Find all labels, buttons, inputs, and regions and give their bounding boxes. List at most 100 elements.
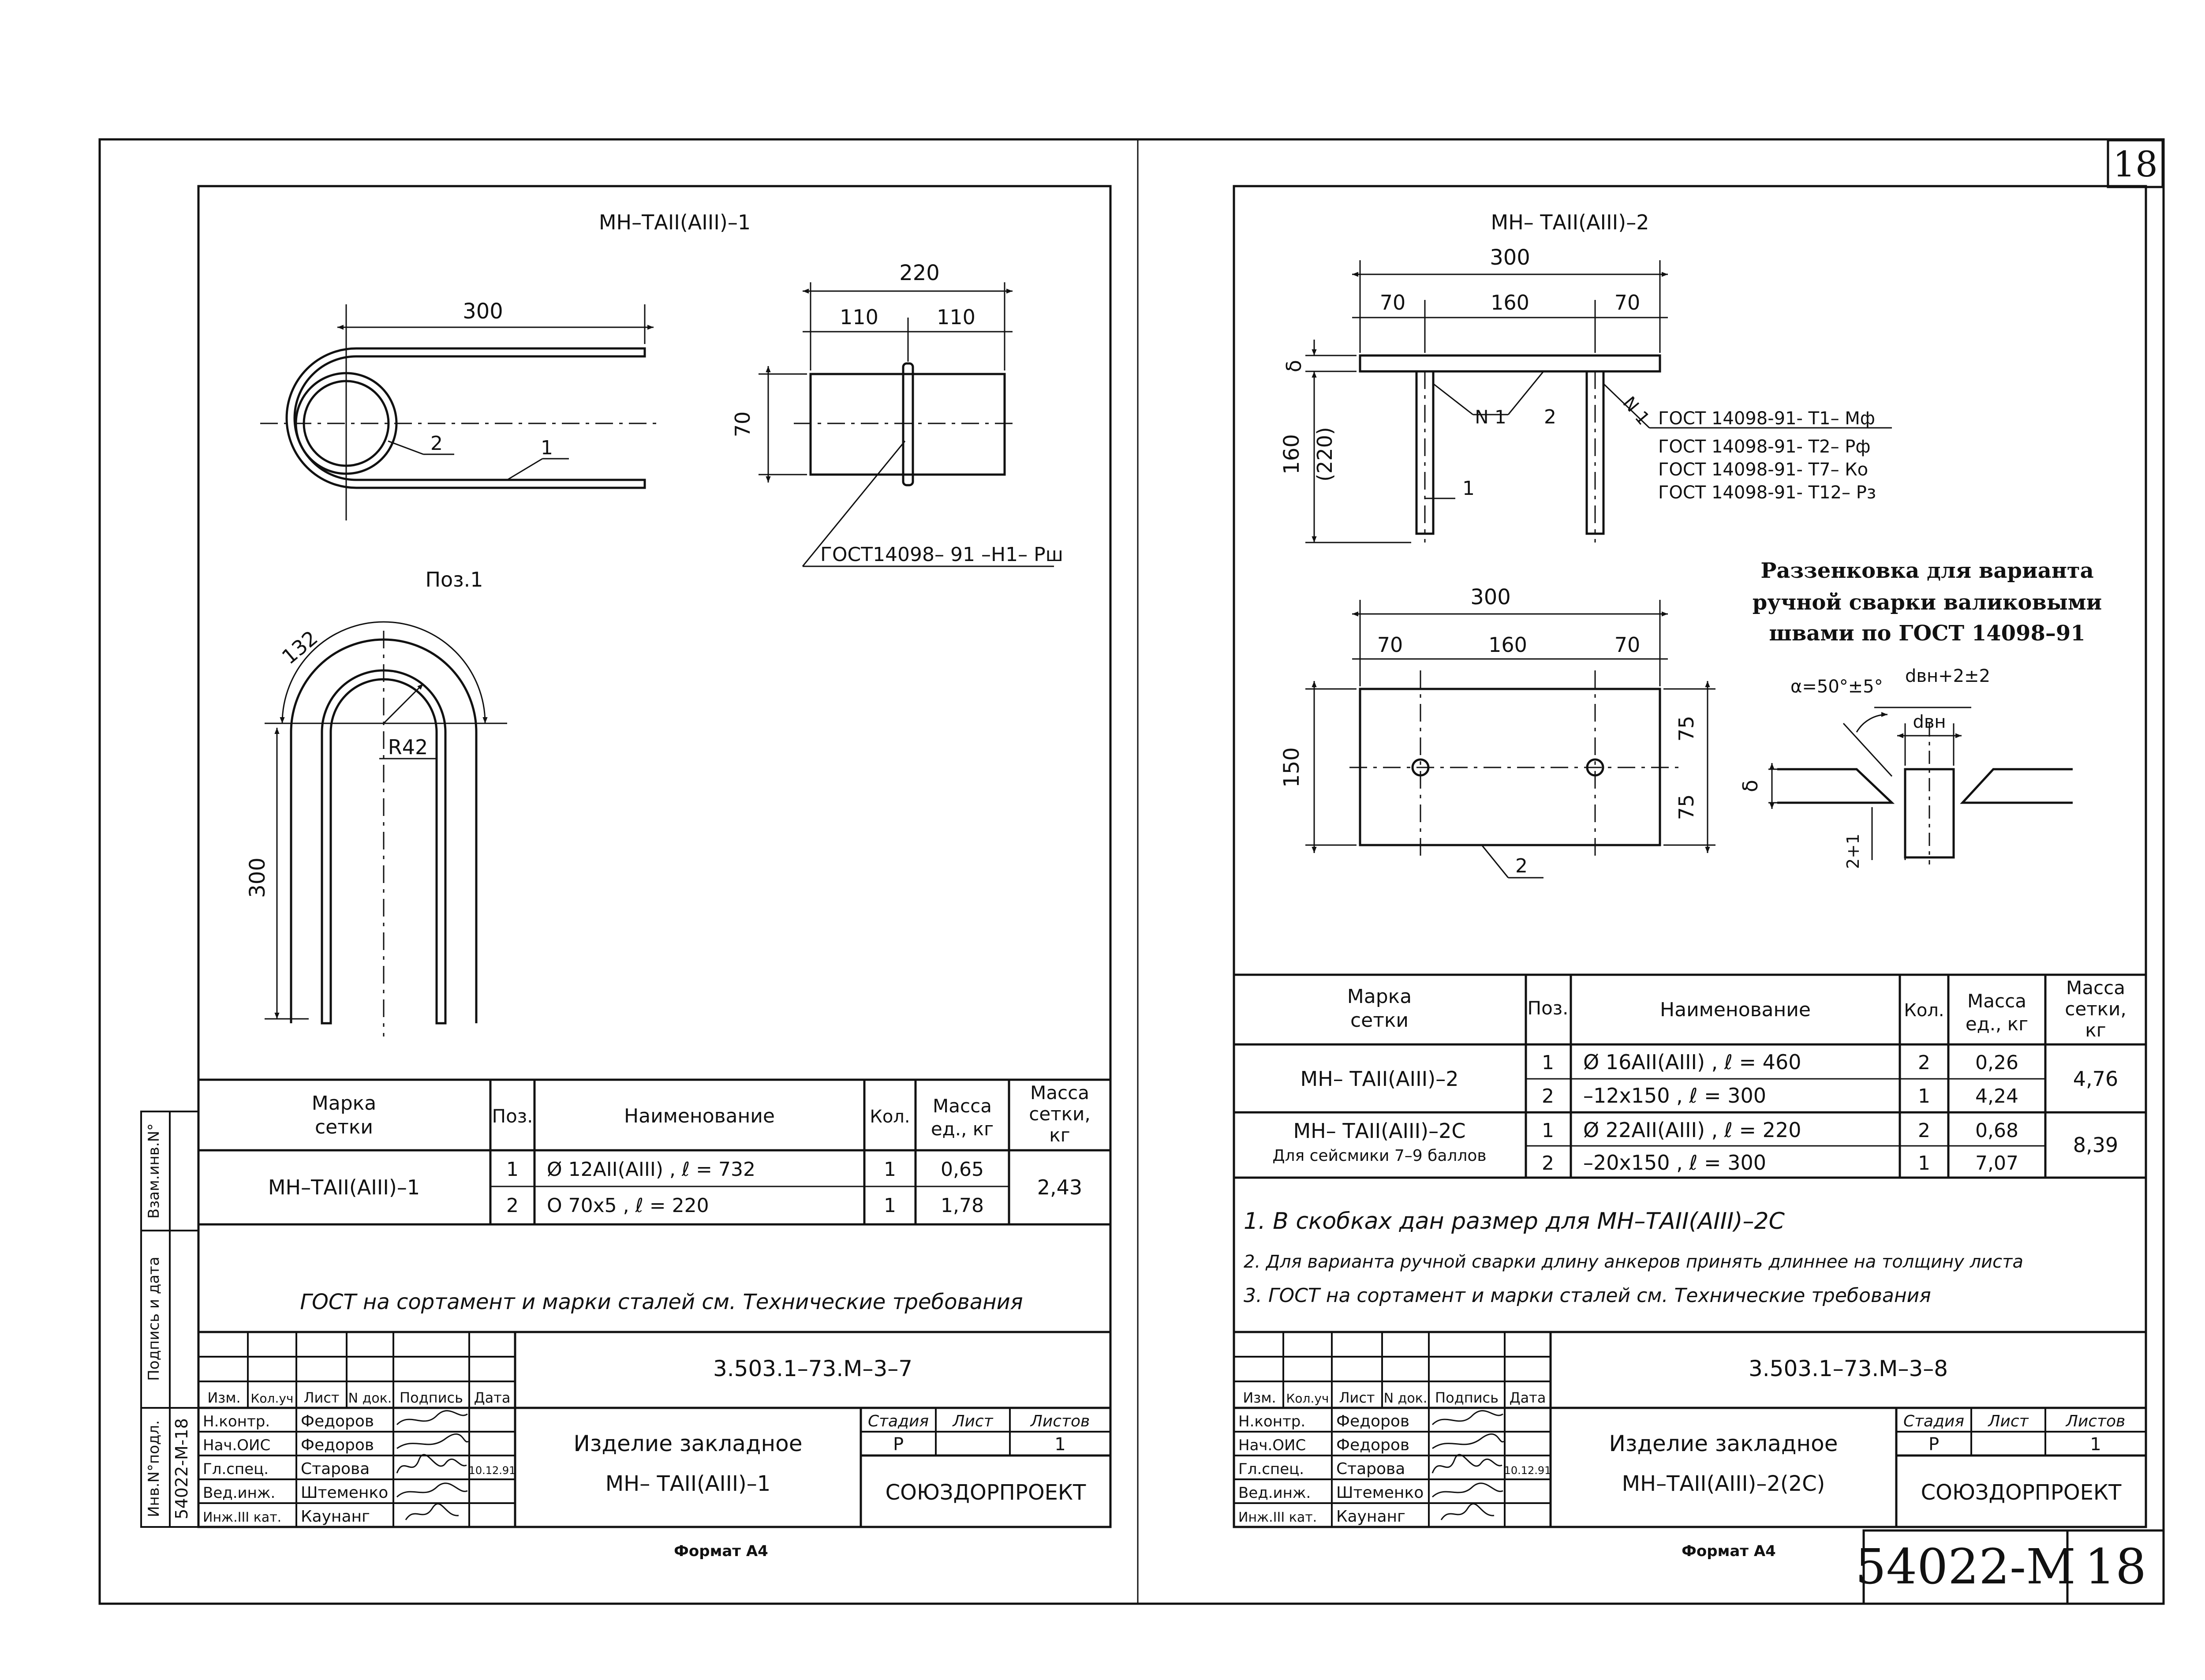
right-assembly-title: МН– ТАII(АIII)–2 <box>1491 210 1649 234</box>
left-name-3: Старова <box>301 1460 370 1478</box>
right-elev-height-alt: (220) <box>1313 427 1337 482</box>
right-elev-delta: δ <box>1282 360 1306 372</box>
left-sheet-frame <box>197 185 1112 1528</box>
right-countersink-title-3: швами по ГОСТ 14098–91 <box>1769 621 2085 646</box>
left-role-4: Вед.инж. <box>203 1484 275 1502</box>
right-row-b-mark: МН– ТАII(АIII)–2С <box>1293 1119 1465 1143</box>
left-front-length: 300 <box>463 299 503 324</box>
left-row1-pos: 1 <box>506 1158 519 1181</box>
right-row2-qty: 1 <box>1918 1085 1930 1108</box>
right-plan-total: 300 <box>1470 585 1511 610</box>
right-item-name: Изделие закладное <box>1609 1431 1838 1456</box>
right-plan-mark-plate: 2 <box>1515 855 1528 877</box>
left-row-set-mass: 2,43 <box>1037 1175 1082 1199</box>
left-row2-pos: 2 <box>506 1194 519 1217</box>
left-th-name: Наименование <box>624 1105 775 1127</box>
right-plan-half-bottom: 75 <box>1674 794 1698 820</box>
left-side-view <box>759 282 1054 567</box>
left-col-date: Дата <box>474 1389 511 1406</box>
album-code: 54022-M <box>1855 1538 2076 1595</box>
right-row2-unit-mass: 4,24 <box>1975 1085 2018 1108</box>
right-cs-delta: δ <box>1738 780 1762 792</box>
right-role-5: Инж.III кат. <box>1238 1510 1317 1525</box>
side-strip-inv-sub: Инв.N°подл. <box>145 1420 163 1517</box>
left-bent-leg: 300 <box>245 857 270 898</box>
right-name-4: Штеменко <box>1336 1484 1424 1502</box>
right-elev-mark-bar: 1 <box>1462 477 1475 500</box>
right-elevation <box>1305 260 1892 543</box>
left-th-pos: Поз. <box>492 1105 533 1127</box>
right-row4-qty: 1 <box>1918 1152 1930 1175</box>
right-name-1: Федоров <box>1336 1412 1409 1430</box>
left-col-sign: Подпись <box>400 1389 463 1406</box>
left-signatures <box>396 1410 469 1520</box>
right-col-ndok: N док. <box>1384 1391 1428 1406</box>
right-role-3: Гл.спец. <box>1238 1460 1304 1478</box>
sheet-number-bottom: 18 <box>2085 1538 2146 1595</box>
left-date-3: 10.12.91 <box>469 1464 516 1477</box>
sheet-number-top: 18 <box>2113 144 2158 185</box>
right-row1-pos: 1 <box>1542 1051 1554 1074</box>
right-doc-code: 3.503.1–73.М–3–8 <box>1749 1356 1948 1381</box>
right-col-koluch: Кол.уч <box>1286 1391 1329 1406</box>
outer-frame <box>98 138 2165 1605</box>
left-row2-qty: 1 <box>884 1194 896 1217</box>
left-col-izm: Изм. <box>207 1389 240 1406</box>
left-role-2: Нач.ОИС <box>203 1437 270 1454</box>
right-role-1: Н.контр. <box>1238 1413 1305 1430</box>
left-th-mark-2: сетки <box>315 1116 373 1138</box>
left-front-mark-bar: 1 <box>541 437 553 459</box>
left-sheet-label: Лист <box>952 1412 993 1430</box>
right-sheet-label: Лист <box>1987 1412 2029 1430</box>
right-note-2: 2. Для варианта ручной сварки длину анке… <box>1244 1252 2023 1272</box>
left-sheets-label: Листов <box>1030 1412 1090 1430</box>
right-col-sign: Подпись <box>1435 1389 1499 1406</box>
left-name-5: Каунанг <box>301 1508 370 1526</box>
right-row-b-set-mass: 8,39 <box>2073 1133 2118 1157</box>
right-name-5: Каунанг <box>1336 1508 1405 1526</box>
left-side-half-right: 110 <box>937 305 975 329</box>
left-row1-qty: 1 <box>884 1158 896 1181</box>
right-elev-total: 300 <box>1490 245 1530 270</box>
right-name-3: Старова <box>1336 1460 1405 1478</box>
left-note-1: ГОСТ на сортамент и марки сталей см. Тех… <box>300 1290 1023 1314</box>
right-plan-right: 70 <box>1615 633 1641 657</box>
right-sheet-frame <box>1233 185 2147 1528</box>
right-name-2: Федоров <box>1336 1436 1409 1454</box>
sheet-number-box-top: 18 <box>2107 139 2164 188</box>
right-sheets-label: Листов <box>2065 1412 2125 1430</box>
left-row2-unit-mass: 1,78 <box>941 1194 984 1217</box>
right-countersink-detail <box>1768 707 2073 864</box>
right-row1-qty: 2 <box>1918 1051 1930 1074</box>
right-th-pos: Поз. <box>1528 997 1569 1019</box>
left-role-5: Инж.III кат. <box>203 1510 281 1525</box>
left-sheets: 1 <box>1054 1434 1065 1455</box>
left-item-mark: МН– ТАII(АIII)–1 <box>605 1471 771 1496</box>
side-strip-sign-date: Подпись и дата <box>145 1257 163 1381</box>
left-front-mark-ring: 2 <box>430 432 443 455</box>
right-elev-n1a: N 1 <box>1475 406 1506 428</box>
right-gost-2: ГОСТ 14098-91- Т2– Рф <box>1658 437 1871 457</box>
left-col-list: Лист <box>303 1389 339 1406</box>
left-name-4: Штеменко <box>301 1484 388 1502</box>
left-row2-name: О 70х5 , ℓ = 220 <box>547 1194 709 1217</box>
right-format-label: Формат А4 <box>1682 1542 1776 1560</box>
right-row2-name: –12х150 , ℓ = 300 <box>1583 1084 1766 1108</box>
right-note-1: 1. В скобках дан размер для МН–ТАII(АIII… <box>1244 1208 1785 1235</box>
left-doc-code: 3.503.1–73.М–3–7 <box>713 1356 912 1381</box>
left-th-mark-1: Марка <box>312 1092 376 1115</box>
right-row3-name: Ø 22АII(АIII) , ℓ = 220 <box>1583 1118 1801 1142</box>
right-note-3: 3. ГОСТ на сортамент и марки сталей см. … <box>1244 1284 1931 1307</box>
right-row-a-set-mass: 4,76 <box>2073 1067 2118 1091</box>
right-th-name: Наименование <box>1660 999 1811 1021</box>
right-gost-3: ГОСТ 14098-91- Т7– Ко <box>1658 460 1868 480</box>
left-col-koluch: Кол.уч <box>251 1391 294 1406</box>
right-col-list: Лист <box>1339 1389 1375 1406</box>
